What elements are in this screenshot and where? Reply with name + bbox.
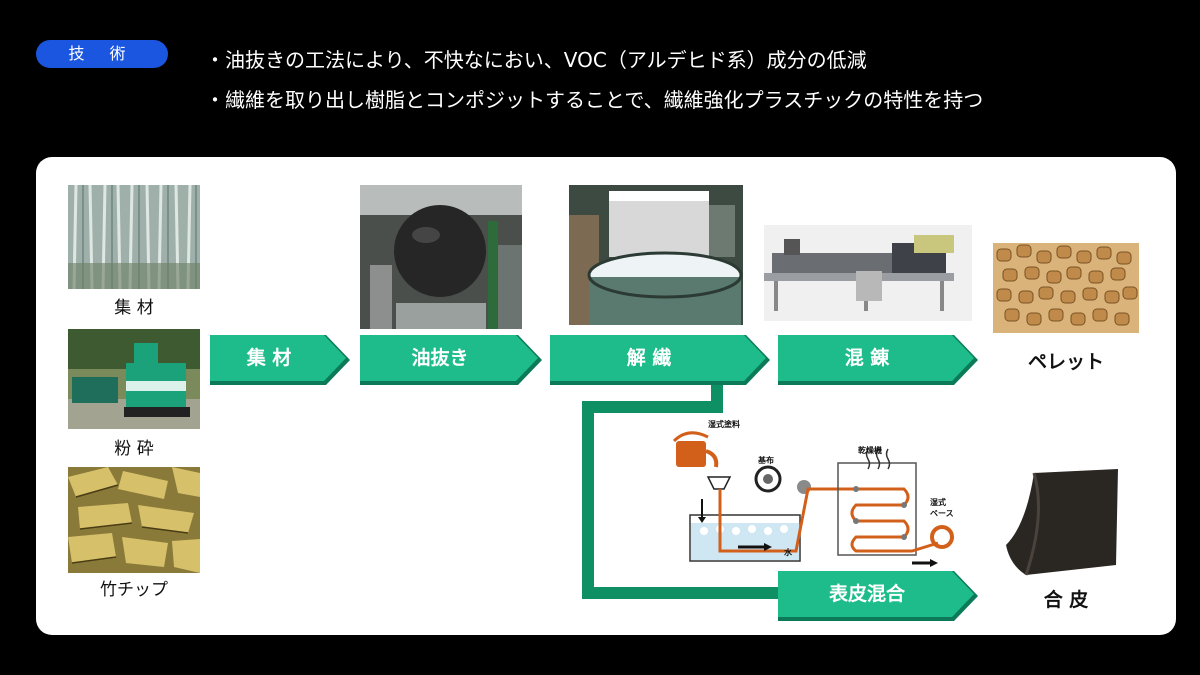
branch-connector-vertical-top: [711, 379, 723, 407]
step-arrow-defibration: 解 繊: [550, 335, 766, 381]
bullet-frp-properties: ・繊維を取り出し樹脂とコンポジットすることで、繊維強化プラスチックの特性を持つ: [205, 88, 984, 112]
step-arrow-collect: 集 材: [210, 335, 346, 381]
bullet-voc-reduction: ・油抜きの工法により、不快なにおい、VOC（アルデヒド系）成分の低減: [205, 48, 867, 72]
step-arrow-kneading: 混 錬: [778, 335, 974, 381]
pellets-photo: [993, 243, 1139, 333]
oil-extraction-tank-photo: [360, 185, 522, 329]
step-arrow-skin-mix: 表皮混合: [778, 571, 974, 617]
label-water: 水: [784, 548, 792, 557]
kneading-extruder-photo: [764, 225, 972, 321]
wood-chipper-machine-photo: [68, 329, 200, 429]
output-caption-pellet: ペレット: [1027, 351, 1104, 373]
bamboo-forest-photo: [68, 185, 200, 289]
synthetic-leather-photo: [1006, 465, 1124, 577]
branch-connector-horizontal-bottom: [582, 587, 782, 599]
branch-connector-vertical-left: [582, 401, 594, 599]
output-caption-leather: 合 皮: [1043, 589, 1089, 611]
defibration-machine-photo: [569, 185, 743, 325]
branch-connector-horizontal-top: [582, 401, 723, 413]
input-caption-crush: 粉 砕: [114, 439, 154, 459]
step-arrow-oil-removal: 油抜き: [360, 335, 538, 381]
label-wet-base: 湿式 ベース: [930, 498, 954, 518]
paint-bucket-icon: [672, 431, 719, 468]
wet-process-schematic: 湿式塗料 基布 乾燥機 湿式 ベース 水: [668, 419, 958, 569]
input-caption-collect: 集 材: [114, 298, 154, 318]
label-base-cloth: 基布: [758, 456, 774, 465]
process-diagram-panel: 集 材 粉 砕: [36, 157, 1176, 635]
technology-tag: 技 術: [36, 40, 168, 68]
label-dryer: 乾燥機: [858, 446, 882, 455]
label-wet-coating: 湿式塗料: [708, 420, 740, 429]
input-caption-chips: 竹チップ: [100, 580, 168, 600]
bamboo-chips-photo: [68, 467, 200, 573]
